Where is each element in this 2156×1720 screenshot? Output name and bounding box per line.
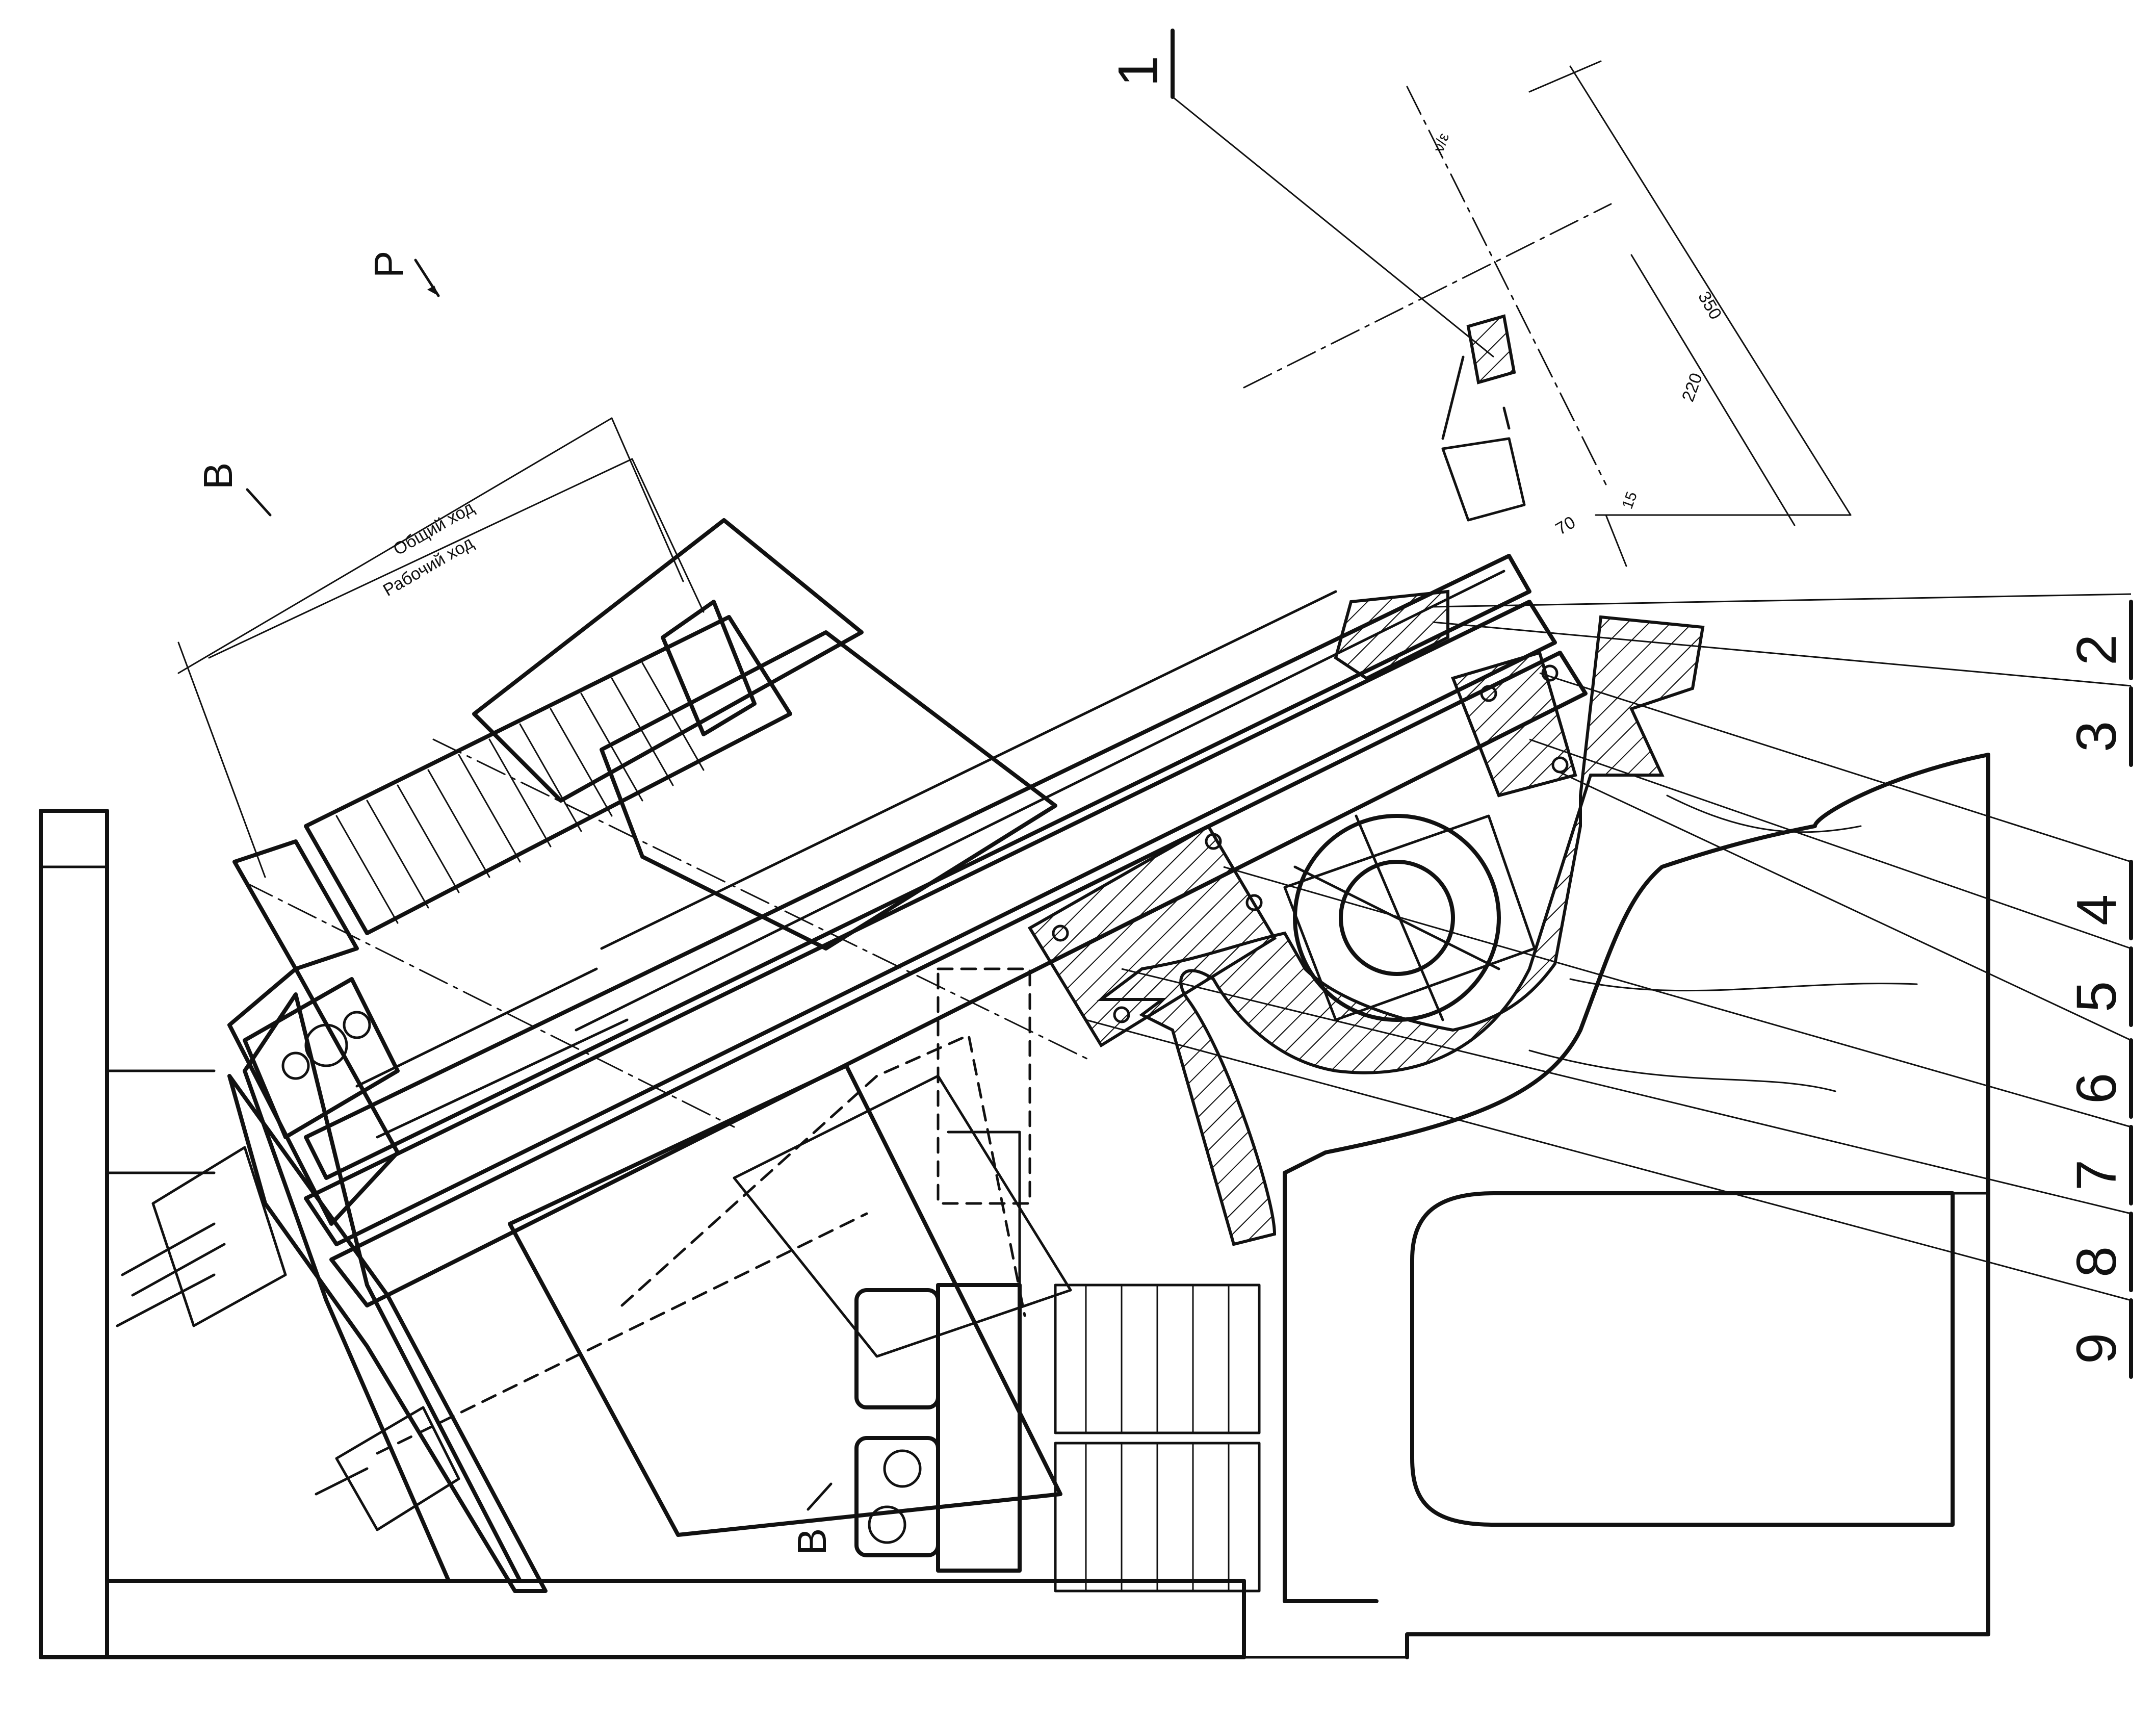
- callout-label-8: 8: [2065, 1246, 2128, 1277]
- callout-7: 7: [2065, 1125, 2133, 1205]
- base-frame: [39, 753, 1990, 1659]
- dim-220: 220: [1678, 370, 1706, 404]
- callout-label-9: 9: [2065, 1333, 2128, 1364]
- machine-bed: [1283, 753, 1990, 1603]
- callout-label-3: 3: [2065, 721, 2128, 752]
- note-mark: ν/ε: [1431, 131, 1453, 155]
- callout-3: 3: [2065, 686, 2133, 767]
- callout-label-5: 5: [2065, 981, 2128, 1012]
- callout-label-2: 2: [2065, 634, 2128, 665]
- spindle-nose: [116, 977, 460, 1531]
- callout-label-4: 4: [2065, 894, 2128, 926]
- callout-9: 9: [2065, 1298, 2133, 1379]
- view-arrow-label: Р: [366, 251, 411, 278]
- slide-rails: [304, 355, 1588, 1307]
- callout-4: 4: [2065, 860, 2133, 940]
- callout-6: 6: [2065, 1038, 2133, 1119]
- callout-label-7: 7: [2065, 1160, 2128, 1191]
- bellows: [232, 600, 792, 971]
- dim-70: 70: [1552, 512, 1579, 539]
- dim-15: 15: [1619, 490, 1641, 511]
- section-label-bottom: В: [789, 1528, 835, 1555]
- drive-pulley: [1283, 814, 1536, 1022]
- callout-8: 8: [2065, 1212, 2133, 1292]
- section-mark-bottom: В: [789, 1482, 835, 1555]
- dimension-lines: [177, 60, 1852, 878]
- section-label-top: В: [195, 463, 241, 490]
- callout-label-1: 1: [1107, 56, 1170, 87]
- dim-350: 350: [1694, 288, 1725, 323]
- clamp-blocks: [1027, 651, 1577, 1048]
- callout-1: 1: [1107, 29, 1175, 99]
- reservoir-boxes: [854, 1131, 1022, 1573]
- leader-lines: [1085, 96, 2132, 1301]
- section-mark-top: В: [195, 463, 272, 517]
- callout-5: 5: [2065, 946, 2133, 1027]
- spindle-housing: [227, 518, 1072, 1593]
- centre-lines: [244, 86, 1612, 1128]
- view-arrow-p: Р: [366, 251, 440, 297]
- cooling-fins: [1054, 1283, 1261, 1593]
- callout-label-6: 6: [2065, 1073, 2128, 1104]
- callout-2: 2: [2065, 600, 2133, 680]
